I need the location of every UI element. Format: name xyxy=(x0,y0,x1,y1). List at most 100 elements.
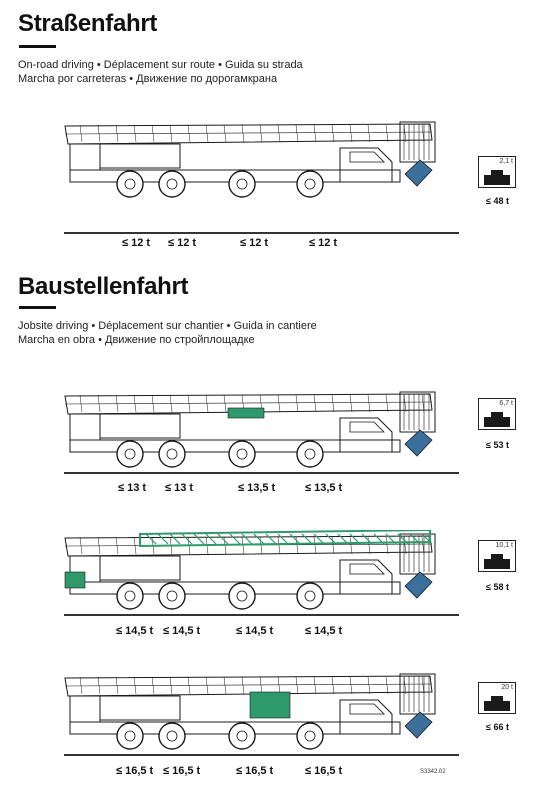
boom-line xyxy=(367,124,371,143)
wheel-hub xyxy=(236,448,248,460)
counterweight-badge: 2,1 t xyxy=(478,156,516,188)
jib-lattice xyxy=(229,533,241,545)
counterweight-block xyxy=(69,143,101,171)
boom-line xyxy=(385,124,389,143)
wheel xyxy=(296,170,324,198)
icon-top xyxy=(491,554,503,560)
wheel xyxy=(116,582,144,610)
boom-line xyxy=(367,394,371,413)
jib-lattice xyxy=(193,533,205,545)
superstructure xyxy=(99,143,181,169)
hook-block xyxy=(404,571,433,599)
wheel xyxy=(158,170,186,198)
boom-line xyxy=(385,676,389,695)
wheel xyxy=(158,582,186,610)
jib-green xyxy=(139,530,431,548)
jib-lattice xyxy=(301,533,313,545)
boom-line xyxy=(421,394,425,413)
boom-line xyxy=(349,536,353,555)
axle-load: ≤ 16,5 t xyxy=(116,765,154,777)
icon-top xyxy=(491,412,503,418)
jib-lattice xyxy=(169,533,181,545)
hook-block xyxy=(404,711,433,739)
wheel xyxy=(158,440,186,468)
boom-line xyxy=(97,124,101,143)
superstructure xyxy=(99,695,181,721)
crane-drawing xyxy=(64,673,436,750)
ground-line xyxy=(64,232,459,234)
wheel xyxy=(228,582,256,610)
crane-drawing xyxy=(64,391,436,468)
counterweight-icon xyxy=(484,696,510,711)
boom-line xyxy=(331,124,335,143)
counterweight-icon xyxy=(484,412,510,427)
jib-lattice xyxy=(325,533,337,545)
boom-line xyxy=(79,124,83,143)
accessory-green xyxy=(64,571,86,589)
drawing-code: S3342.02 xyxy=(420,769,446,775)
jib-lattice xyxy=(217,533,229,545)
jib-lattice xyxy=(157,533,169,545)
ground-line xyxy=(64,614,459,616)
axle-load: ≤ 13 t xyxy=(165,482,194,494)
axle-load: ≤ 12 t xyxy=(240,237,269,249)
site-subtitle-2: Marcha en obra • Движение по стройплощад… xyxy=(18,334,255,346)
wheel xyxy=(296,722,324,750)
boom-line xyxy=(97,394,101,413)
total-weight: ≤ 48 t xyxy=(486,196,509,206)
boom-line xyxy=(295,676,299,695)
icon-base xyxy=(484,175,510,185)
boom-line xyxy=(277,676,281,695)
axle-load: ≤ 14,5 t xyxy=(116,625,154,637)
jib-lattice xyxy=(289,533,301,545)
boom-line xyxy=(331,676,335,695)
superstructure xyxy=(99,413,181,439)
icon-base xyxy=(484,417,510,427)
wheel-hub xyxy=(166,178,178,190)
axle-load: ≤ 13,5 t xyxy=(305,482,343,494)
jib-lattice xyxy=(409,533,421,545)
axle-load: ≤ 16,5 t xyxy=(236,765,274,777)
boom xyxy=(64,393,433,415)
wheel xyxy=(116,440,144,468)
icon-base xyxy=(484,559,510,569)
boom-head xyxy=(399,391,436,433)
icon-top xyxy=(491,170,503,176)
driver-cab xyxy=(339,559,393,595)
wheel-hub xyxy=(236,590,248,602)
boom-line xyxy=(349,676,353,695)
wheel-hub xyxy=(124,590,136,602)
boom-line xyxy=(367,676,371,695)
wheel xyxy=(296,440,324,468)
accessory-green xyxy=(227,407,265,419)
jib-lattice xyxy=(421,533,433,545)
jib-lattice xyxy=(313,533,325,545)
jib-lattice xyxy=(337,533,349,545)
axle-load: ≤ 16,5 t xyxy=(163,765,201,777)
boom xyxy=(64,123,433,145)
superstructure xyxy=(99,555,181,581)
wheel-hub xyxy=(236,730,248,742)
jib-lattice xyxy=(277,533,289,545)
icon-top xyxy=(491,696,503,702)
boom-head xyxy=(399,121,436,163)
cab-window xyxy=(349,151,385,163)
axle-load: ≤ 14,5 t xyxy=(163,625,201,637)
wheel-hub xyxy=(124,730,136,742)
boom-line xyxy=(331,394,335,413)
boom-line xyxy=(97,676,101,695)
boom-line xyxy=(259,676,263,695)
hook-block xyxy=(404,429,433,457)
jib-lattice xyxy=(181,533,193,545)
boom-line xyxy=(349,124,353,143)
counterweight-icon xyxy=(484,170,510,185)
boom xyxy=(64,675,433,697)
counterweight-block xyxy=(69,413,101,441)
boom-line xyxy=(223,394,227,413)
jib-lattice xyxy=(253,533,265,545)
crane-drawing xyxy=(64,530,436,610)
hook-block xyxy=(404,159,433,187)
wheel xyxy=(116,722,144,750)
wheel-hub xyxy=(166,590,178,602)
counterweight-badge: 6,7 t xyxy=(478,398,516,430)
